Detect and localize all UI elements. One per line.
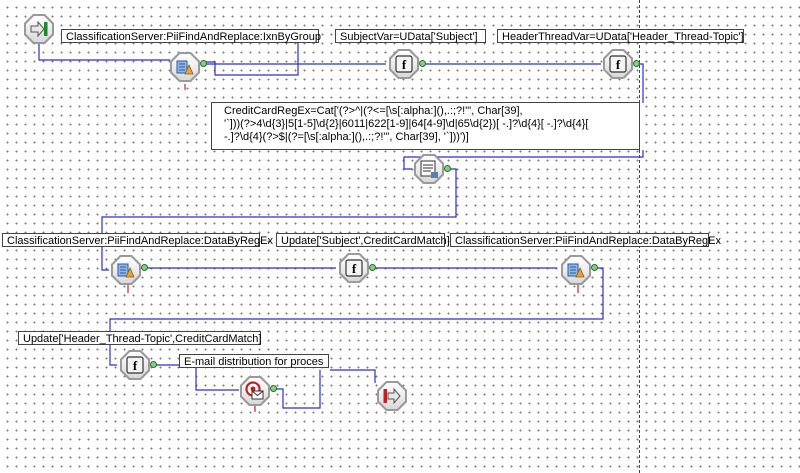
svg-text:f: f: [352, 261, 357, 276]
regex-line-1: CreditCardRegEx=Cat['(?>^|(?<=[\s[:alpha…: [224, 105, 523, 117]
update-header-label[interactable]: Update['Header_Thread-Topic',CreditCardM…: [18, 331, 261, 345]
classify-data-by-regex-node-2[interactable]: [561, 255, 591, 285]
classify-ixn-by-group-node[interactable]: [170, 52, 200, 82]
credit-card-regex-note[interactable]: CreditCardRegEx=Cat['(?>^|(?<=[\s[:alpha…: [211, 102, 640, 150]
function-icon: f: [126, 356, 144, 374]
svg-text:f: f: [616, 57, 621, 72]
svg-text:f: f: [402, 57, 407, 72]
exit-node[interactable]: [377, 381, 407, 411]
regex-assign-node[interactable]: [414, 154, 444, 184]
subject-var-function-node[interactable]: f: [389, 49, 419, 79]
subject-var-label[interactable]: SubjectVar=UData['Subject']: [335, 29, 486, 43]
update-subject-function-node[interactable]: f: [339, 253, 369, 283]
svg-text:f: f: [133, 358, 138, 373]
data-by-regex-label-2[interactable]: ClassificationServer:PiiFindAndReplace:D…: [450, 233, 721, 247]
output-port[interactable]: [633, 60, 640, 67]
header-thread-var-label[interactable]: HeaderThreadVar=UData['Header_Thread-Top…: [497, 29, 744, 43]
classification-server-icon: [117, 263, 135, 278]
update-subject-label[interactable]: Update['Subject',CreditCardMatch]: [276, 233, 450, 247]
output-port[interactable]: [591, 264, 598, 271]
entry-node[interactable]: [24, 14, 54, 44]
list-process-icon: [420, 160, 438, 178]
data-by-regex-label-1[interactable]: ClassificationServer:PiiFindAndReplace:D…: [2, 233, 273, 247]
classification-server-icon: [176, 60, 194, 75]
entry-icon: [30, 20, 48, 38]
output-port[interactable]: [444, 165, 451, 172]
update-header-function-node[interactable]: f: [120, 350, 150, 380]
classification-server-icon: [567, 263, 585, 278]
function-icon: f: [395, 55, 413, 73]
output-port[interactable]: [141, 264, 148, 271]
email-distribution-node[interactable]: [240, 376, 270, 406]
output-port[interactable]: [200, 60, 207, 67]
function-icon: f: [345, 259, 363, 277]
email-distribution-icon: [245, 381, 264, 400]
ixn-by-group-label[interactable]: ClassificationServer:PiiFindAndReplace:I…: [61, 29, 321, 43]
function-icon: f: [609, 55, 627, 73]
exit-icon: [383, 387, 401, 405]
output-port[interactable]: [270, 385, 277, 392]
regex-line-2: '`]))(?>4\d{3}|5[1-5]\d{2}|6011|622[1-9]…: [224, 118, 589, 130]
header-thread-var-function-node[interactable]: f: [603, 49, 633, 79]
email-distribution-label[interactable]: E-mail distribution for proces: [179, 354, 329, 368]
regex-line-3: -.]?\d{4}(?>$|(?=[\s[:alpha:](),.:;?!"',…: [224, 131, 469, 143]
output-port[interactable]: [369, 264, 376, 271]
output-port[interactable]: [150, 361, 157, 368]
output-port[interactable]: [419, 60, 426, 67]
classify-data-by-regex-node-1[interactable]: [111, 255, 141, 285]
